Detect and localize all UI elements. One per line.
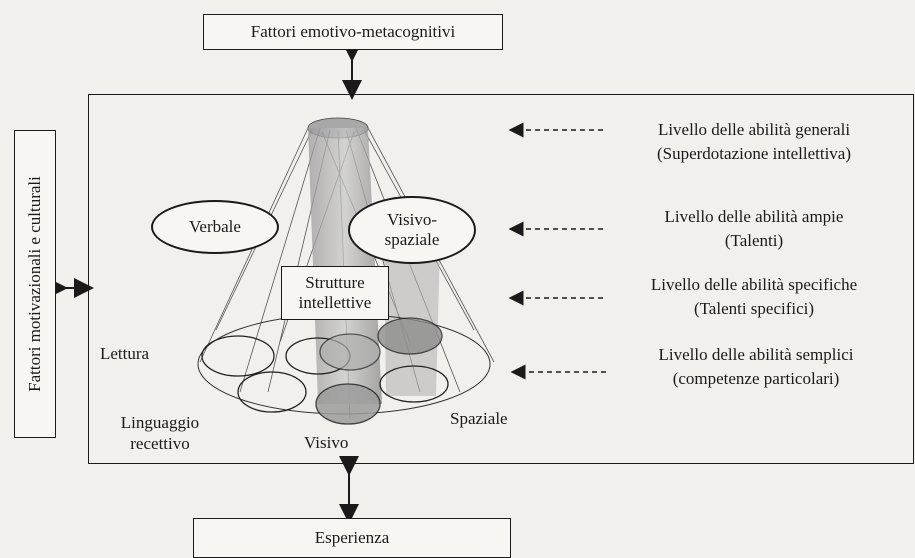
level-specific-title: Livello delle abilità specifiche (618, 273, 890, 297)
motivational-cultural-factors-box: Fattori motivazionali e culturali (14, 130, 56, 438)
receptive-language-line2: recettivo (105, 433, 215, 454)
level-general-title: Livello delle abilità generali (618, 118, 890, 142)
level-general-subtitle: (Superdotazione intellettiva) (618, 142, 890, 166)
level-broad-subtitle: (Talenti) (618, 229, 890, 253)
level-broad-title: Livello delle abilità ampie (618, 205, 890, 229)
level-simple-abilities: Livello delle abilità semplici (competen… (618, 343, 894, 391)
visuo-spatial-label-line1: Visivo- (387, 210, 437, 230)
reading-label: Lettura (100, 343, 149, 364)
visuo-spatial-label-line2: spaziale (385, 230, 440, 250)
receptive-language-label: Linguaggio recettivo (105, 412, 215, 454)
motivational-cultural-factors-label: Fattori motivazionali e culturali (25, 176, 45, 392)
level-general-abilities: Livello delle abilità generali (Superdot… (618, 118, 890, 166)
intellectual-structures-line2: intellettive (299, 293, 372, 313)
intellectual-structures-line1: Strutture (299, 273, 372, 293)
verbal-label: Verbale (189, 217, 241, 237)
emotional-metacognitive-factors-label: Fattori emotivo-metacognitivi (251, 22, 455, 42)
receptive-language-line1: Linguaggio (105, 412, 215, 433)
intellectual-structures-box: Strutture intellettive (281, 266, 389, 320)
spatial-label: Spaziale (450, 408, 508, 429)
level-simple-subtitle: (competenze particolari) (618, 367, 894, 391)
level-specific-abilities: Livello delle abilità specifiche (Talent… (618, 273, 890, 321)
visuo-spatial-ellipse: Visivo- spaziale (348, 196, 476, 264)
level-simple-title: Livello delle abilità semplici (618, 343, 894, 367)
experience-box: Esperienza (193, 518, 511, 558)
visual-label: Visivo (304, 432, 348, 453)
emotional-metacognitive-factors-box: Fattori emotivo-metacognitivi (203, 14, 503, 50)
experience-label: Esperienza (315, 528, 390, 548)
level-specific-subtitle: (Talenti specifici) (618, 297, 890, 321)
verbal-ellipse: Verbale (151, 200, 279, 254)
level-broad-abilities: Livello delle abilità ampie (Talenti) (618, 205, 890, 253)
